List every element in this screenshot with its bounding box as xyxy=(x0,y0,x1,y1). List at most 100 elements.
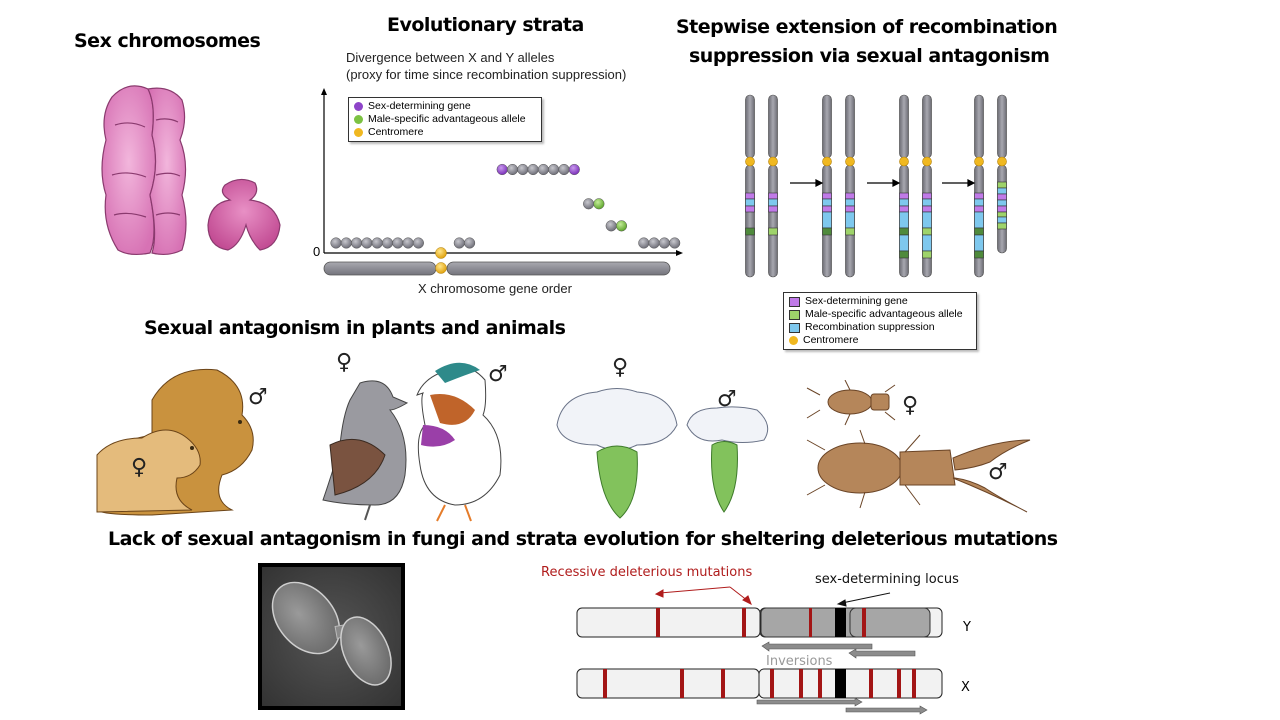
chromosome-band xyxy=(974,227,984,236)
mutation-mark xyxy=(603,669,607,698)
x-chromosome-bar-right xyxy=(446,261,671,276)
x-inversion-arrows xyxy=(756,697,928,715)
gene-point xyxy=(392,237,404,249)
chromosome-band xyxy=(997,193,1007,201)
gene-point xyxy=(506,163,519,176)
heading-stepwise-line2: suppression via sexual antagonism xyxy=(689,45,1050,67)
chromosome-band xyxy=(845,192,855,200)
arrow-right-icon xyxy=(815,179,824,187)
arrow-right-icon xyxy=(892,179,901,187)
mutation-mark xyxy=(897,669,901,698)
chromosome-band xyxy=(845,211,855,229)
chromosome-band xyxy=(822,205,832,213)
male-flower-calyx xyxy=(711,441,738,513)
heading-sex-chromosomes: Sex chromosomes xyxy=(74,30,261,52)
centromere xyxy=(899,156,909,167)
chromosome-band xyxy=(997,205,1007,213)
x-chromosome xyxy=(576,668,943,699)
gene-point xyxy=(371,237,383,249)
chromosome-band xyxy=(899,198,909,207)
strata-legend-item: Male-specific advantageous allele xyxy=(354,113,536,126)
green-square-icon xyxy=(789,309,800,320)
centromere xyxy=(822,156,832,167)
chromosome-band xyxy=(974,198,984,207)
yellow-dot-icon xyxy=(354,128,363,137)
chromosome-band xyxy=(974,205,984,213)
chromosome-band xyxy=(822,198,832,207)
gene-point xyxy=(351,237,363,249)
mutation-mark xyxy=(869,669,873,698)
mutation-mark xyxy=(809,608,812,637)
gene-point xyxy=(568,163,580,176)
stepwise-legend-item: Sex-determining gene xyxy=(789,295,971,308)
fungal-cell xyxy=(340,616,392,686)
y-inversion-arrows xyxy=(761,641,916,659)
mutation-pointer-arrows xyxy=(654,586,752,606)
stepwise-chromosomes xyxy=(745,94,1007,278)
strata-legend-item: Centromere xyxy=(354,126,536,139)
gene-point xyxy=(558,163,570,176)
purple-square-icon xyxy=(789,296,800,307)
fungal-cells-micrograph xyxy=(258,563,405,710)
female-symbol: ♀ xyxy=(902,393,919,418)
strata-legend: Sex-determining gene Male-specific advan… xyxy=(348,97,542,142)
legend-label: Male-specific advantageous allele xyxy=(805,308,963,320)
mutation-mark xyxy=(721,669,725,698)
chromosome xyxy=(745,94,755,278)
gene-point xyxy=(402,237,414,249)
chromosome-band xyxy=(899,227,909,236)
male-symbol: ♂ xyxy=(988,460,1008,485)
mutations-label: Recessive deleterious mutations xyxy=(541,565,753,580)
gene-point xyxy=(638,237,650,249)
mutation-mark xyxy=(862,608,866,637)
chromosome-band xyxy=(922,192,932,200)
legend-label: Centromere xyxy=(803,334,859,346)
male-symbol: ♂ xyxy=(717,387,737,412)
beetles-illustration xyxy=(806,380,1031,513)
gene-point xyxy=(527,163,539,176)
y-sex-determining-locus xyxy=(835,608,846,637)
y-chromosome-label: Y xyxy=(963,620,971,635)
chromosome-band xyxy=(974,250,984,259)
y-pseudoautosomal-region xyxy=(576,607,761,638)
gene-point xyxy=(548,163,560,176)
mutation-mark xyxy=(656,608,660,637)
chromosome-band xyxy=(997,187,1007,195)
gene-point xyxy=(658,237,670,249)
chromosome-band xyxy=(845,205,855,213)
female-lion xyxy=(96,429,201,513)
chromosome-band xyxy=(899,192,909,200)
chromosome-band xyxy=(922,198,932,207)
heading-evolutionary-strata: Evolutionary strata xyxy=(387,14,584,36)
chromosome-band xyxy=(922,250,932,259)
locus-pointer-arrow xyxy=(836,592,891,607)
gene-point xyxy=(453,237,465,249)
male-symbol: ♂ xyxy=(488,362,508,387)
mutation-mark xyxy=(799,669,803,698)
mutation-mark xyxy=(742,608,746,637)
strata-ylabel-line1: Divergence between X and Y alleles xyxy=(346,50,555,65)
female-flower-calyx xyxy=(596,445,638,519)
chromosome xyxy=(768,94,778,278)
stepwise-legend-item: Male-specific advantageous allele xyxy=(789,308,971,321)
gene-point xyxy=(593,198,605,210)
female-flower-petals xyxy=(556,388,678,451)
strata-ylabel-line2: (proxy for time since recombination supp… xyxy=(346,67,627,82)
chromosome-band xyxy=(745,198,755,207)
y-chromosome xyxy=(207,178,281,251)
centromere xyxy=(974,156,984,167)
gene-point xyxy=(361,237,373,249)
chromosome-band xyxy=(822,192,832,200)
strata-legend-item: Sex-determining gene xyxy=(354,100,536,113)
gene-point xyxy=(583,198,595,210)
mutation-mark xyxy=(818,669,822,698)
legend-label: Male-specific advantageous allele xyxy=(368,113,526,125)
mutation-mark xyxy=(912,669,916,698)
locus-label: sex-determining locus xyxy=(815,572,959,587)
female-symbol: ♀ xyxy=(131,455,148,480)
heading-stepwise-line1: Stepwise extension of recombination xyxy=(676,16,1058,38)
female-symbol: ♀ xyxy=(612,355,629,380)
chromosome-band xyxy=(822,211,832,229)
gene-point xyxy=(669,237,681,249)
chromosome-band xyxy=(899,250,909,259)
